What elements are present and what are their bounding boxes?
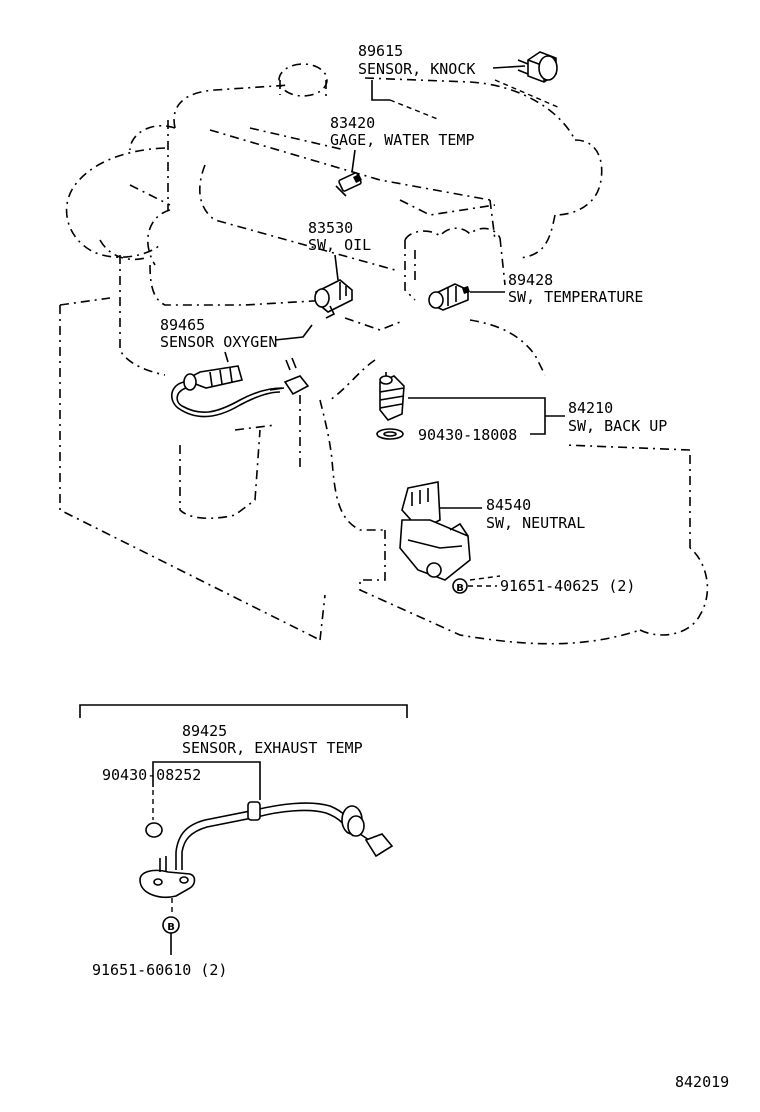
back-up-switch-icon	[379, 372, 405, 421]
diagram-id: 842019	[675, 1073, 729, 1091]
exhaust-gasket-number: 90430-08252	[102, 766, 201, 784]
exhaust-gasket-icon	[145, 822, 163, 838]
exhaust-bolt-marker-letter: B	[167, 922, 175, 933]
back-up-gasket-number: 90430-18008	[418, 426, 517, 444]
oxygen-sensor-icon	[171, 357, 310, 418]
exhaust-temp-sensor-icon	[139, 801, 394, 898]
water-temp-gage-name: GAGE, WATER TEMP	[330, 131, 475, 149]
knock-sensor: 89615 SENSOR, KNOCK	[358, 42, 561, 121]
temperature-switch-number: 89428	[508, 271, 553, 289]
oxygen-sensor-name: SENSOR OXYGEN	[160, 333, 277, 351]
neutral-switch-number: 84540	[486, 496, 531, 514]
exhaust-bolt-marker: B	[162, 916, 180, 934]
water-temp-gage-icon	[335, 172, 362, 197]
neutral-switch: 84540 SW, NEUTRAL B 91651-40625 (2)	[399, 481, 635, 595]
water-temp-gage-number: 83420	[330, 114, 375, 132]
neutral-switch-name: SW, NEUTRAL	[486, 514, 585, 532]
back-up-switch-number: 84210	[568, 399, 613, 417]
exhaust-temp-sensor: 89425 SENSOR, EXHAUST TEMP 90430-08252 B	[92, 722, 394, 979]
engine-outline	[59, 63, 709, 645]
oxygen-sensor-number: 89465	[160, 316, 205, 334]
oil-switch-number: 83530	[308, 219, 353, 237]
back-up-switch: 84210 SW, BACK UP 90430-18008	[376, 372, 667, 444]
exhaust-temp-sensor-number: 89425	[182, 722, 227, 740]
neutral-bolt-marker-letter: B	[456, 583, 464, 594]
neutral-bolt-marker: B	[452, 578, 468, 594]
back-up-gasket-icon	[376, 428, 404, 440]
neutral-switch-icon	[399, 481, 471, 581]
knock-sensor-name: SENSOR, KNOCK	[358, 60, 475, 78]
oil-switch: 83530 SW, OIL	[308, 219, 371, 319]
oil-switch-icon	[314, 279, 353, 319]
exhaust-temp-sensor-name: SENSOR, EXHAUST TEMP	[182, 739, 363, 757]
neutral-bolt-number: 91651-40625 (2)	[500, 577, 635, 595]
oil-switch-name: SW, OIL	[308, 236, 371, 254]
back-up-switch-name: SW, BACK UP	[568, 417, 667, 435]
temperature-switch: 89428 SW, TEMPERATURE	[428, 271, 643, 311]
exhaust-bolt-number: 91651-60610 (2)	[92, 961, 227, 979]
temperature-switch-icon	[428, 283, 470, 311]
temperature-switch-name: SW, TEMPERATURE	[508, 288, 643, 306]
exhaust-temp-bracket	[79, 704, 408, 718]
water-temp-gage: 83420 GAGE, WATER TEMP	[330, 114, 475, 197]
oxygen-sensor: 89465 SENSOR OXYGEN	[160, 316, 313, 418]
knock-sensor-number: 89615	[358, 42, 403, 60]
knock-sensor-icon	[517, 51, 558, 83]
